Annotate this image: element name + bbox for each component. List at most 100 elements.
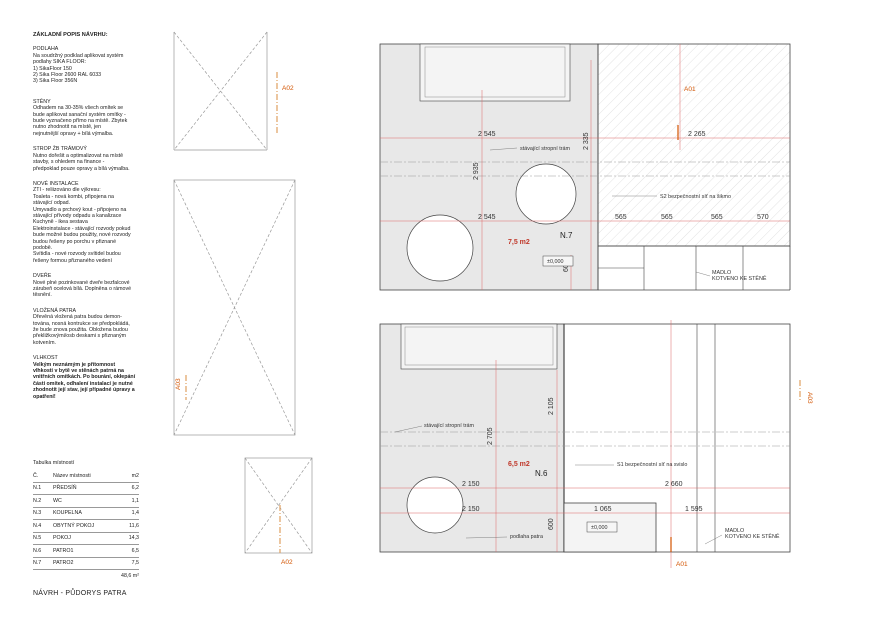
- dimension: 1 065: [594, 506, 612, 513]
- table-cell: N.5: [33, 535, 42, 542]
- table-cell: N.3: [33, 510, 42, 517]
- level-value: ±0,000: [591, 525, 607, 531]
- section-label-a01-bottom: A01: [676, 561, 688, 568]
- notes-walls: STĚNY Odhadem na 30-35% všech omítek se …: [33, 99, 141, 137]
- section-label-a02-bottom: A02: [281, 559, 293, 566]
- notes-mezzanine: VLOŽENÁ PATRA Dřevěná vložená patra budo…: [33, 308, 141, 346]
- notes-installations: NOVÉ INSTALACE ZTI - reliizováno dle výk…: [33, 181, 141, 264]
- note-line: nejnutnější opravy + bílá výmalba.: [33, 130, 114, 137]
- note-line: Nové plné pozinkované dveře bezfalcové: [33, 279, 130, 286]
- dimension: 2 105: [548, 397, 555, 415]
- room-number: N.6: [535, 469, 548, 478]
- note-line: VLOŽENÁ PATRA: [33, 307, 77, 314]
- dimension: 565: [711, 214, 723, 221]
- floor-label: podlaha patra: [510, 534, 543, 540]
- table-cell: 1,4: [131, 510, 139, 517]
- safety-net-label: S2 bezpečnostní síť na šikmo: [660, 194, 731, 200]
- safety-net-label: S1 bezpečnostní síť na svislo: [617, 462, 687, 468]
- note-line: Svítidla - nové rozvody svítidel budou: [33, 251, 121, 258]
- note-line: Umyvadlo a prchový kout - připojeno na: [33, 206, 127, 213]
- note-line: opatření!: [33, 393, 56, 400]
- note-line: Nutno dořešit a optimalizovat na místě: [33, 152, 124, 159]
- table-header: Název místnosti: [53, 472, 91, 479]
- room-number: N.7: [560, 231, 573, 240]
- note-line: stávající přívody odpadu a kanalizace: [33, 212, 122, 219]
- section-label-a03-left: A03: [175, 378, 182, 390]
- room-area: 7,5 m2: [508, 239, 530, 246]
- note-line: NOVÉ INSTALACE: [33, 180, 79, 187]
- note-line: předpoklad pouze opravy a bílá výmalba.: [33, 165, 130, 172]
- note-line: 1) SikaFloor 150: [33, 65, 72, 72]
- dimension: 2 150: [462, 481, 480, 488]
- rail-label: MADLO: [725, 528, 744, 534]
- notes-ceiling: STROP ŽB TRÁMOVÝ Nutno dořešit a optimal…: [33, 146, 141, 172]
- bed-lower: [400, 323, 558, 370]
- note-line: podobě.: [33, 244, 53, 251]
- table-caption: Tabulka místností: [33, 460, 75, 466]
- dimension: 2 545: [478, 214, 496, 221]
- plan-top: A01 2 545 2 265 2 545 565 565 565 570 2 …: [379, 43, 791, 291]
- note-line: překližkovými/osb deskami s přiznaným: [33, 333, 127, 340]
- note-line: bude možné budou použity, nové rozvody: [33, 232, 131, 239]
- note-line: vnitřních omítkách. Po bourání, okłepání: [33, 374, 136, 381]
- table-cell: PATRO2: [53, 560, 74, 567]
- table-header: m2: [131, 472, 139, 479]
- note-line: VLHKOST: [33, 355, 58, 362]
- table-cell: PŘEDSÍŇ: [53, 485, 77, 492]
- note-line: části omítek, odhalení instalací je nutn…: [33, 380, 133, 387]
- round-opening-bottom: [406, 476, 464, 534]
- table-cell: KOUPELNA: [53, 510, 82, 517]
- table-row: N.1 PŘEDSÍŇ 6,2: [33, 483, 139, 495]
- design-notes: ZÁKLADNÍ POPIS NÁVRHU: PODLAHA Na soudrž…: [33, 32, 141, 409]
- dimension: 570: [757, 214, 769, 221]
- note-line: bude vyznačeno přímo na místě. Zbytek: [33, 118, 128, 125]
- note-line: vlhkosti v bytě ve stěnách patrná na: [33, 368, 124, 375]
- note-line: tována, nosná kontrukce se předpokládá,: [33, 320, 130, 327]
- dimension: 565: [661, 214, 673, 221]
- section-box-top: [173, 31, 268, 151]
- table-cell: N.4: [33, 522, 42, 529]
- dimension: 1 595: [685, 506, 703, 513]
- dimension: 2 265: [688, 131, 706, 138]
- rail-label: KOTVENO KE STĚNĚ: [725, 532, 780, 540]
- note-line: PODLAHA: [33, 46, 59, 53]
- table-cell: 1,1: [131, 497, 139, 504]
- note-line: DVEŘE: [33, 273, 52, 280]
- safety-net-area: [597, 43, 791, 247]
- section-label-a02-top: A02: [282, 85, 294, 92]
- note-line: Odhadem na 30-35% všech omítek se: [33, 105, 124, 112]
- note-line: zhodnotit její stav, její případné úprav…: [33, 387, 135, 394]
- notes-floor: PODLAHA Na soudržný podklad aplikovat sy…: [33, 46, 141, 84]
- note-line: Elektroinstalace - stávající rozvody pok…: [33, 225, 131, 232]
- drawing-title: NÁVRH - PŮDORYS PATRA: [33, 590, 127, 597]
- table-cell: 6,5: [131, 547, 139, 554]
- note-line: Dřevěná vložená patra budou demon-: [33, 314, 122, 321]
- table-cell: N.1: [33, 485, 42, 492]
- level-marker: [586, 521, 618, 533]
- table-cell: 6,2: [131, 485, 139, 492]
- note-line: Velkým neznámým je přítomnost: [33, 361, 116, 368]
- rail-label: KOTVENO KE STĚNĚ: [712, 274, 767, 282]
- plan-bottom: A01 A03 2 150 2 660 2 150 1 065 1 595 2 …: [379, 320, 813, 568]
- dimension: 2 935: [473, 162, 480, 180]
- round-opening-top: [515, 163, 577, 225]
- note-line: že bude znova použita. Obložena budou: [33, 327, 128, 334]
- table-header: Č.: [33, 472, 39, 479]
- note-line: Toaleta - nová kombi, připojena na: [33, 193, 114, 200]
- note-line: kotvením.: [33, 339, 56, 346]
- table-cell: 11,6: [129, 522, 139, 529]
- note-line: 3) Sika Floor 356N: [33, 78, 78, 85]
- section-box-middle: [173, 179, 296, 436]
- level-marker: [542, 255, 574, 267]
- dimension: 600: [548, 518, 555, 530]
- note-line: Na soudržný podklad aplikovat systém: [33, 52, 124, 59]
- level-value: ±0,000: [547, 259, 563, 265]
- table-cell: WC: [53, 497, 62, 504]
- note-line: těsnění.: [33, 292, 52, 299]
- note-line: ZTI - reliizováno dle výkresu:: [33, 187, 101, 194]
- section-label-a01-top: A01: [684, 86, 696, 93]
- section-label-a03-right: A03: [806, 392, 813, 404]
